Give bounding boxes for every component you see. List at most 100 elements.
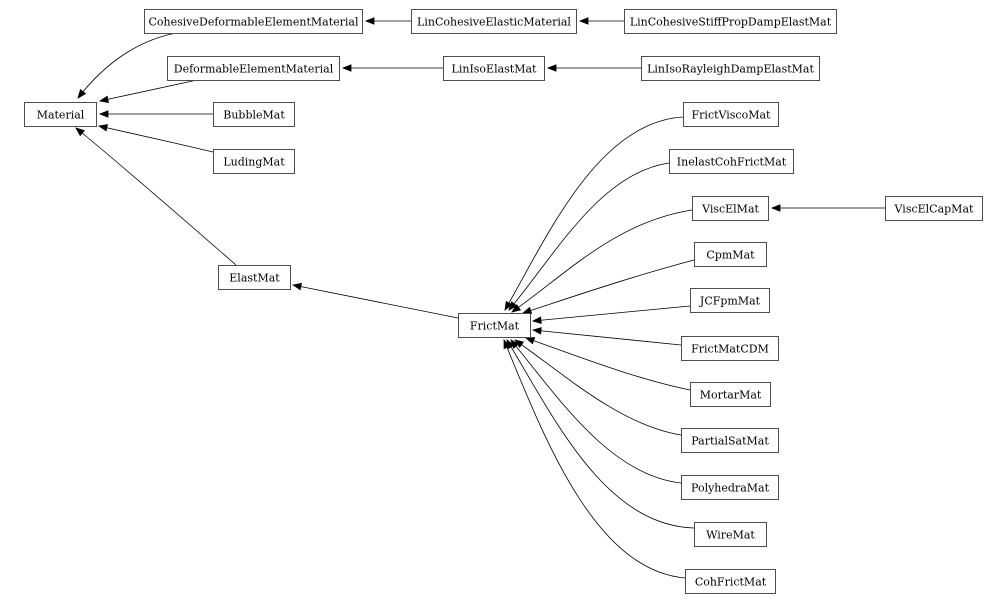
node-label: FrictViscoMat — [692, 109, 772, 122]
arrowhead — [531, 327, 542, 335]
edge-lin_iso_rayleigh-to-lin_iso_elast — [546, 64, 641, 72]
node-box — [641, 56, 820, 81]
class-node-cohesive-def[interactable]: CohesiveDeformableElementMaterial — [144, 9, 363, 34]
node-box — [669, 149, 794, 174]
edge-deformable-to-material — [98, 79, 198, 103]
class-node-elast[interactable]: ElastMat — [218, 265, 291, 290]
class-node-frict-visco[interactable]: FrictViscoMat — [683, 102, 779, 127]
arrowhead — [364, 17, 375, 25]
class-node-jcfpm[interactable]: JCFpmMat — [690, 288, 770, 313]
node-box — [218, 265, 291, 290]
arrowhead — [546, 64, 557, 72]
node-box — [885, 196, 983, 221]
edge-line — [510, 339, 682, 484]
node-label: ViscElCapMat — [894, 203, 974, 216]
node-box — [167, 56, 340, 81]
class-node-visc-el-cap[interactable]: ViscElCapMat — [885, 196, 983, 221]
class-node-lin-cohesive-stiff[interactable]: LinCohesiveStiffPropDampElastMat — [624, 9, 837, 34]
node-box — [694, 242, 767, 267]
arrowhead — [508, 301, 518, 311]
edge-partial_sat-to-frict — [514, 339, 682, 436]
edge-line — [99, 79, 198, 102]
class-node-material[interactable]: Material — [24, 102, 97, 127]
arrowhead — [291, 282, 302, 291]
class-node-cpm[interactable]: CpmMat — [694, 242, 767, 267]
node-box — [690, 288, 770, 313]
edge-visc_el-to-frict — [511, 209, 693, 313]
node-label: WireMat — [706, 529, 755, 542]
node-box — [683, 102, 779, 127]
arrowhead — [75, 127, 85, 137]
edge-luding-to-material — [97, 124, 214, 153]
edge-mortar-to-frict — [524, 337, 691, 391]
edge-wire-to-frict — [506, 339, 695, 529]
node-label: PolyhedraMat — [691, 482, 770, 495]
arrowhead — [770, 204, 781, 212]
edge-inelast_coh-to-frict — [508, 162, 670, 311]
class-node-deformable[interactable]: DeformableElementMaterial — [167, 56, 340, 81]
edges-layer — [75, 17, 885, 579]
arrowhead — [524, 337, 536, 345]
arrowhead — [511, 304, 522, 313]
arrowhead — [504, 300, 513, 311]
edge-frict_visco-to-frict — [504, 116, 684, 311]
class-node-visc-el[interactable]: ViscElMat — [692, 196, 769, 221]
node-label: Material — [37, 109, 85, 122]
node-box — [144, 9, 363, 34]
node-label: FrictMat — [470, 320, 520, 333]
node-label: LinCohesiveStiffPropDampElastMat — [630, 16, 832, 29]
arrowhead — [578, 17, 589, 25]
node-box — [694, 522, 767, 547]
node-label: LinCohesiveElasticMaterial — [417, 16, 571, 29]
node-box — [443, 56, 545, 81]
node-box — [681, 336, 779, 361]
class-node-wire[interactable]: WireMat — [694, 522, 767, 547]
node-box — [624, 9, 837, 34]
class-node-coh-frict[interactable]: CohFrictMat — [685, 569, 776, 594]
class-node-lin-cohesive-elastic[interactable]: LinCohesiveElasticMaterial — [411, 9, 577, 34]
edge-line — [503, 339, 686, 579]
node-label: ElastMat — [229, 272, 280, 285]
edge-line — [511, 209, 693, 313]
node-box — [24, 102, 97, 127]
edge-line — [532, 305, 691, 322]
edge-line — [506, 339, 695, 529]
class-node-partial-sat[interactable]: PartialSatMat — [681, 428, 779, 453]
node-label: FrictMatCDM — [691, 343, 769, 356]
class-node-lin-iso-elast[interactable]: LinIsoElastMat — [443, 56, 545, 81]
edge-line — [504, 116, 684, 311]
nodes-layer: Material CohesiveDeformableElementMateria… — [24, 9, 983, 594]
node-label: ViscElMat — [701, 203, 759, 216]
edge-visc_el_cap-to-visc_el — [770, 204, 885, 212]
class-node-mortar[interactable]: MortarMat — [690, 382, 771, 407]
arrowhead — [341, 64, 352, 72]
edge-bubble-to-material — [98, 110, 213, 118]
edge-line — [508, 162, 670, 311]
node-box — [213, 102, 295, 127]
node-label: JCFpmMat — [699, 295, 761, 308]
arrowhead — [98, 110, 109, 118]
edge-cohesive_def-to-material — [77, 32, 177, 99]
edge-line — [98, 125, 214, 153]
class-node-frict[interactable]: FrictMat — [458, 313, 531, 338]
node-label: CohFrictMat — [695, 576, 767, 589]
node-box — [685, 569, 776, 594]
edge-cpm-to-frict — [521, 259, 695, 314]
class-node-inelast-coh[interactable]: InelastCohFrictMat — [669, 149, 794, 174]
edge-line — [525, 337, 691, 391]
arrowhead — [521, 306, 533, 314]
edge-line — [75, 127, 237, 266]
class-node-luding[interactable]: LudingMat — [213, 149, 295, 174]
class-node-polyhedra[interactable]: PolyhedraMat — [681, 475, 779, 500]
edge-elast-to-material — [75, 127, 237, 266]
arrowhead — [77, 89, 87, 99]
arrowhead — [98, 95, 109, 103]
node-box — [458, 313, 531, 338]
class-node-frict-cdm[interactable]: FrictMatCDM — [681, 336, 779, 361]
class-node-bubble[interactable]: BubbleMat — [213, 102, 295, 127]
edge-polyhedra-to-frict — [510, 339, 682, 484]
node-box — [681, 428, 779, 453]
node-label: LinIsoRayleighDampElastMat — [647, 63, 814, 76]
edge-coh_frict-to-frict — [503, 339, 686, 579]
class-node-lin-iso-rayleigh[interactable]: LinIsoRayleighDampElastMat — [641, 56, 820, 81]
